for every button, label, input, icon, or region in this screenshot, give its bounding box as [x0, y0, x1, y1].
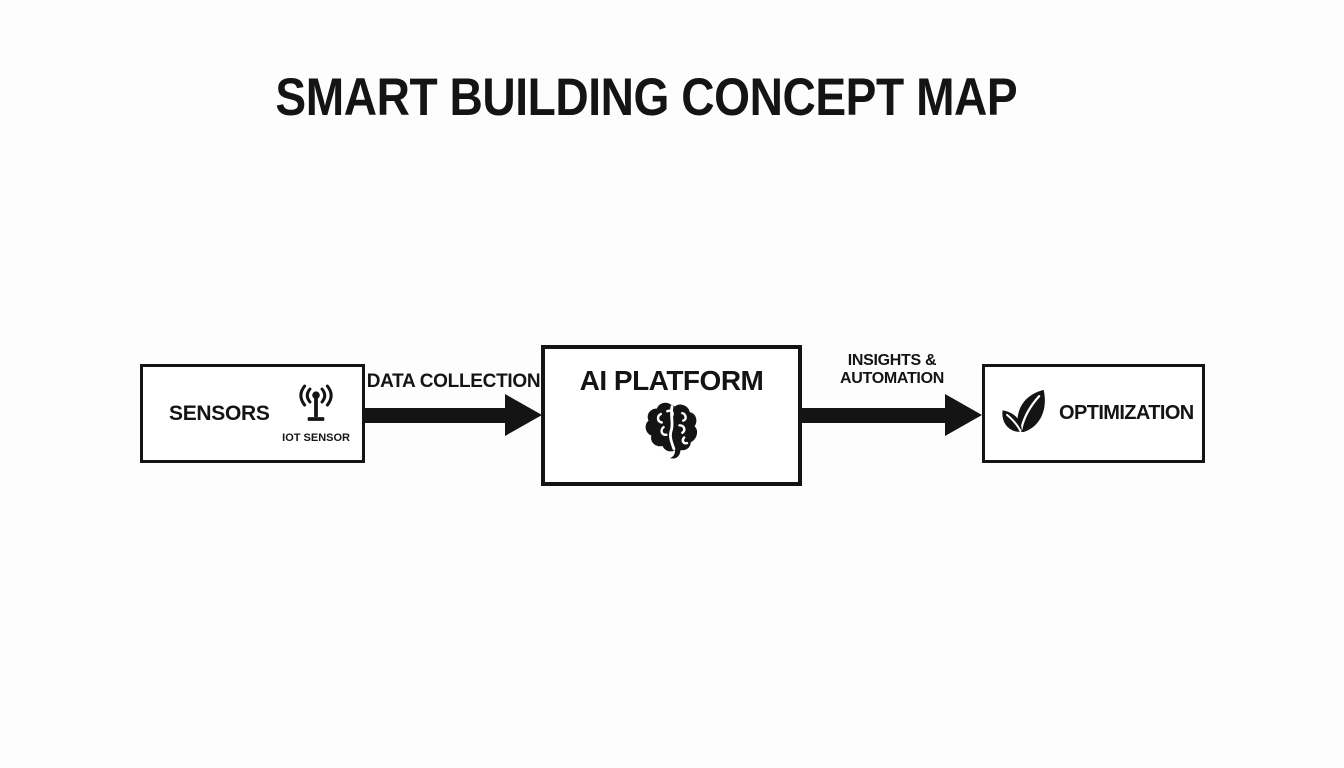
ai-platform-label: AI PLATFORM — [579, 365, 764, 396]
page-title: SMART BUILDING CONCEPT MAP — [0, 71, 1318, 124]
sensors-icon-group: IOT SENSOR — [282, 384, 350, 444]
insights-automation-label: INSIGHTS & AUTOMATION — [802, 352, 982, 388]
brain-icon — [642, 399, 702, 466]
iot-sensor-caption: IOT SENSOR — [282, 431, 350, 444]
insights-automation-label-line1: INSIGHTS & — [847, 352, 937, 369]
leaf-icon — [999, 388, 1049, 440]
insights-automation-arrowhead-icon — [945, 394, 982, 436]
insights-automation-arrow-shaft — [802, 408, 947, 423]
optimization-box: OPTIMIZATION — [982, 364, 1205, 463]
ai-platform-box: AI PLATFORM — [541, 345, 802, 486]
sensors-label: SENSORS — [169, 401, 270, 425]
insights-automation-label-line2: AUTOMATION — [840, 370, 944, 387]
page-title-text: SMART BUILDING CONCEPT MAP — [275, 68, 1017, 127]
data-collection-arrow-shaft — [365, 408, 507, 423]
iot-antenna-icon — [291, 384, 341, 431]
insights-automation-arrow — [802, 394, 982, 437]
data-collection-label: DATA COLLECTION — [366, 371, 541, 392]
data-collection-arrow — [365, 394, 542, 437]
data-collection-arrowhead-icon — [505, 394, 542, 436]
optimization-label: OPTIMIZATION — [1059, 402, 1194, 424]
sensors-box: SENSORS IOT SENSOR — [140, 364, 365, 463]
